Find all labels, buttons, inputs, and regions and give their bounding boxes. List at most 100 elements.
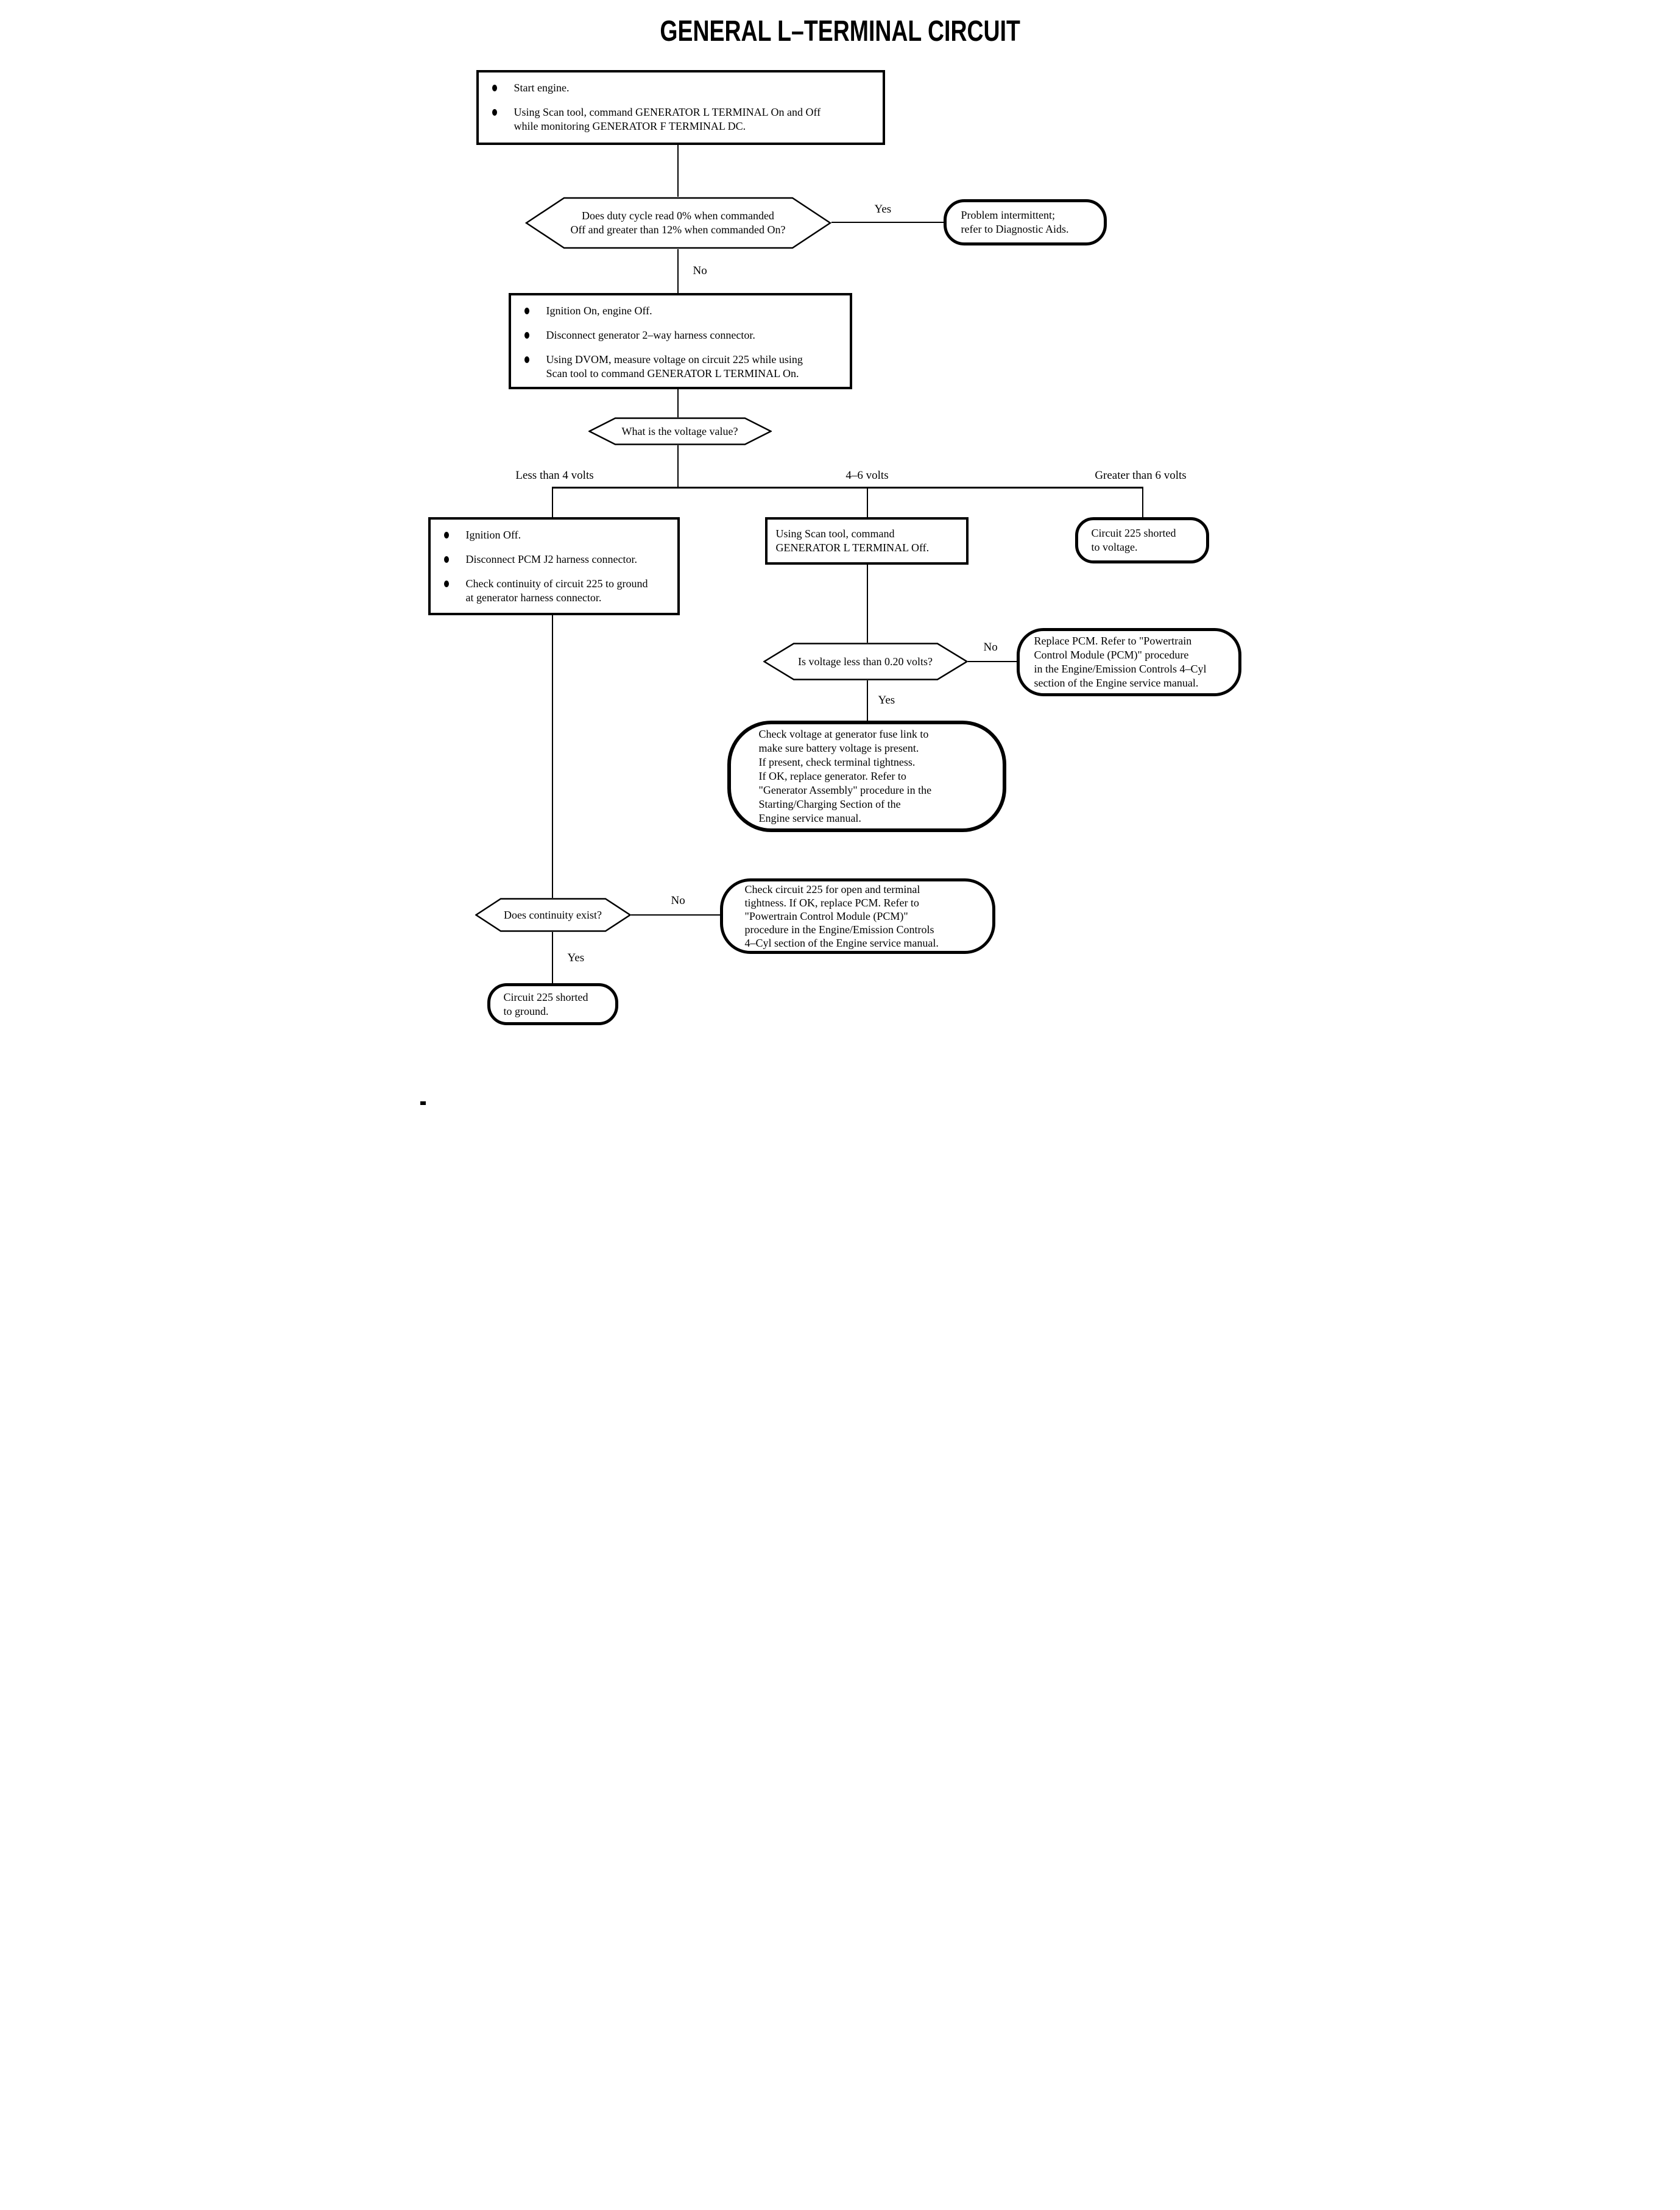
terminal-text: Control Module (PCM)" procedure xyxy=(1034,649,1189,661)
terminal-text: Check voltage at generator fuse link to xyxy=(758,728,929,740)
connector-line xyxy=(551,488,553,517)
bullet-text: Start engine. xyxy=(514,82,570,94)
terminal-text: Circuit 225 shorted xyxy=(1091,527,1176,539)
bullet-text: at generator harness connector. xyxy=(465,591,602,604)
terminal-text: to voltage. xyxy=(1091,541,1138,553)
connector-line xyxy=(866,680,868,721)
branch-label-less-than-4: Less than 4 volts xyxy=(515,469,594,482)
bullet-item: Ignition Off. xyxy=(440,528,671,542)
decision-hexagon-voltage-020: Is voltage less than 0.20 volts? xyxy=(763,643,968,680)
terminal-text: "Powertrain Control Module (PCM)" xyxy=(744,910,908,922)
decision-hexagon-duty-cycle: Does duty cycle read 0% when commanded O… xyxy=(524,197,831,249)
bullet-text: Check continuity of circuit 225 to groun… xyxy=(465,577,648,590)
connector-line xyxy=(677,445,679,488)
terminal-text: If present, check terminal tightness. xyxy=(758,756,916,768)
bullet-text: Disconnect PCM J2 harness connector. xyxy=(465,553,637,565)
edge-label-yes: Yes xyxy=(874,203,892,216)
terminal-box-replace-pcm: Replace PCM. Refer to "Powertrain Contro… xyxy=(1016,628,1241,696)
bullet-item: Disconnect generator 2–way harness conne… xyxy=(521,328,844,342)
edge-label-yes: Yes xyxy=(567,951,585,964)
connector-line xyxy=(967,661,1017,662)
terminal-text: refer to Diagnostic Aids. xyxy=(961,223,1069,235)
bullet-marker xyxy=(443,556,449,563)
connector-line xyxy=(677,249,679,293)
bullet-text: Using DVOM, measure voltage on circuit 2… xyxy=(546,353,803,365)
connector-line xyxy=(551,615,553,898)
terminal-box-shorted-to-ground: Circuit 225 shorted to ground. xyxy=(487,983,618,1025)
terminal-text: Problem intermittent; xyxy=(961,209,1055,221)
terminal-text: Replace PCM. Refer to "Powertrain xyxy=(1034,635,1192,647)
edge-label-no: No xyxy=(983,641,998,654)
terminal-text: in the Engine/Emission Controls 4–Cyl xyxy=(1034,663,1207,675)
decision-text: Is voltage less than 0.20 volts? xyxy=(798,655,933,668)
connector-line xyxy=(831,222,944,223)
bullet-marker xyxy=(524,332,529,339)
terminal-text: section of the Engine service manual. xyxy=(1034,677,1199,689)
bullet-item: Using Scan tool, command GENERATOR L TER… xyxy=(489,105,877,133)
connector-line xyxy=(551,932,553,983)
connector-line xyxy=(1142,488,1143,517)
bullet-text: Using Scan tool, command GENERATOR L TER… xyxy=(514,106,821,118)
terminal-text: "Generator Assembly" procedure in the xyxy=(758,784,932,796)
bullet-marker xyxy=(524,356,529,363)
terminal-text: Check circuit 225 for open and terminal xyxy=(744,883,920,895)
bullet-marker xyxy=(443,581,449,587)
bullet-item: Ignition On, engine Off. xyxy=(521,304,844,318)
connector-line xyxy=(630,914,720,916)
hexagon-shape xyxy=(763,643,968,680)
terminal-text: Circuit 225 shorted xyxy=(503,990,588,1003)
decision-hexagon-continuity: Does continuity exist? xyxy=(475,898,631,932)
hexagon-shape xyxy=(588,417,772,445)
bullet-marker xyxy=(524,308,529,314)
terminal-text: If OK, replace generator. Refer to xyxy=(758,770,906,782)
terminal-box-shorted-to-voltage: Circuit 225 shorted to voltage. xyxy=(1075,517,1209,563)
flowchart-page: GENERAL L–TERMINAL CIRCUIT Start engine.… xyxy=(420,0,1260,1105)
terminal-text: to ground. xyxy=(503,1004,549,1017)
terminal-text: 4–Cyl section of the Engine service manu… xyxy=(744,937,939,949)
connector-line xyxy=(677,389,679,417)
connector-line xyxy=(866,488,868,517)
branch-distribution-line xyxy=(551,487,1143,489)
hexagon-shape xyxy=(475,898,631,932)
bullet-text: Disconnect generator 2–way harness conne… xyxy=(546,329,755,341)
process-text: GENERATOR L TERMINAL Off. xyxy=(775,542,930,554)
page-title-text: GENERAL L–TERMINAL CIRCUIT xyxy=(660,15,1020,48)
terminal-box-problem-intermittent: Problem intermittent; refer to Diagnosti… xyxy=(943,199,1107,245)
bullet-item: Disconnect PCM J2 harness connector. xyxy=(440,552,671,567)
terminal-text: procedure in the Engine/Emission Control… xyxy=(744,923,934,936)
bullet-item: Check continuity of circuit 225 to groun… xyxy=(440,577,671,605)
bullet-text: Scan tool to command GENERATOR L TERMINA… xyxy=(546,367,799,380)
bullet-text: Ignition On, engine Off. xyxy=(546,305,652,317)
edge-label-no: No xyxy=(671,894,685,907)
terminal-box-check-circuit-open: Check circuit 225 for open and terminal … xyxy=(719,878,995,954)
bullet-item: Start engine. xyxy=(489,81,877,95)
scan-artifact xyxy=(420,1101,426,1105)
connector-line xyxy=(677,145,679,197)
decision-text: Does continuity exist? xyxy=(504,908,602,921)
process-box-command-l-terminal-off: Using Scan tool, command GENERATOR L TER… xyxy=(764,517,969,565)
bullet-text: while monitoring GENERATOR F TERMINAL DC… xyxy=(514,120,746,132)
bullet-text: Ignition Off. xyxy=(465,529,521,541)
branch-label-greater-than-6: Greater than 6 volts xyxy=(1095,469,1187,482)
bullet-item: Using DVOM, measure voltage on circuit 2… xyxy=(521,353,844,381)
process-text: Using Scan tool, command xyxy=(775,528,895,540)
terminal-text: make sure battery voltage is present. xyxy=(758,742,919,754)
terminal-box-check-fuse-link: Check voltage at generator fuse link to … xyxy=(727,721,1006,832)
decision-text: What is the voltage value? xyxy=(621,425,738,437)
edge-label-yes: Yes xyxy=(878,694,895,707)
process-box-start: Start engine. Using Scan tool, command G… xyxy=(476,70,885,145)
terminal-text: Engine service manual. xyxy=(758,812,861,824)
hexagon-shape xyxy=(524,197,831,249)
page-title: GENERAL L–TERMINAL CIRCUIT xyxy=(420,15,1260,48)
branch-label-4-6-volts: 4–6 volts xyxy=(845,469,889,482)
terminal-text: tightness. If OK, replace PCM. Refer to xyxy=(744,897,919,909)
bullet-marker xyxy=(492,109,497,116)
decision-text: Off and greater than 12% when commanded … xyxy=(570,224,786,236)
decision-hexagon-voltage-value: What is the voltage value? xyxy=(588,417,772,445)
terminal-text: Starting/Charging Section of the xyxy=(758,798,901,810)
connector-line xyxy=(866,565,868,643)
bullet-marker xyxy=(443,532,449,538)
bullet-marker xyxy=(492,85,497,91)
edge-label-no: No xyxy=(693,264,707,277)
decision-text: Does duty cycle read 0% when commanded xyxy=(582,210,774,222)
